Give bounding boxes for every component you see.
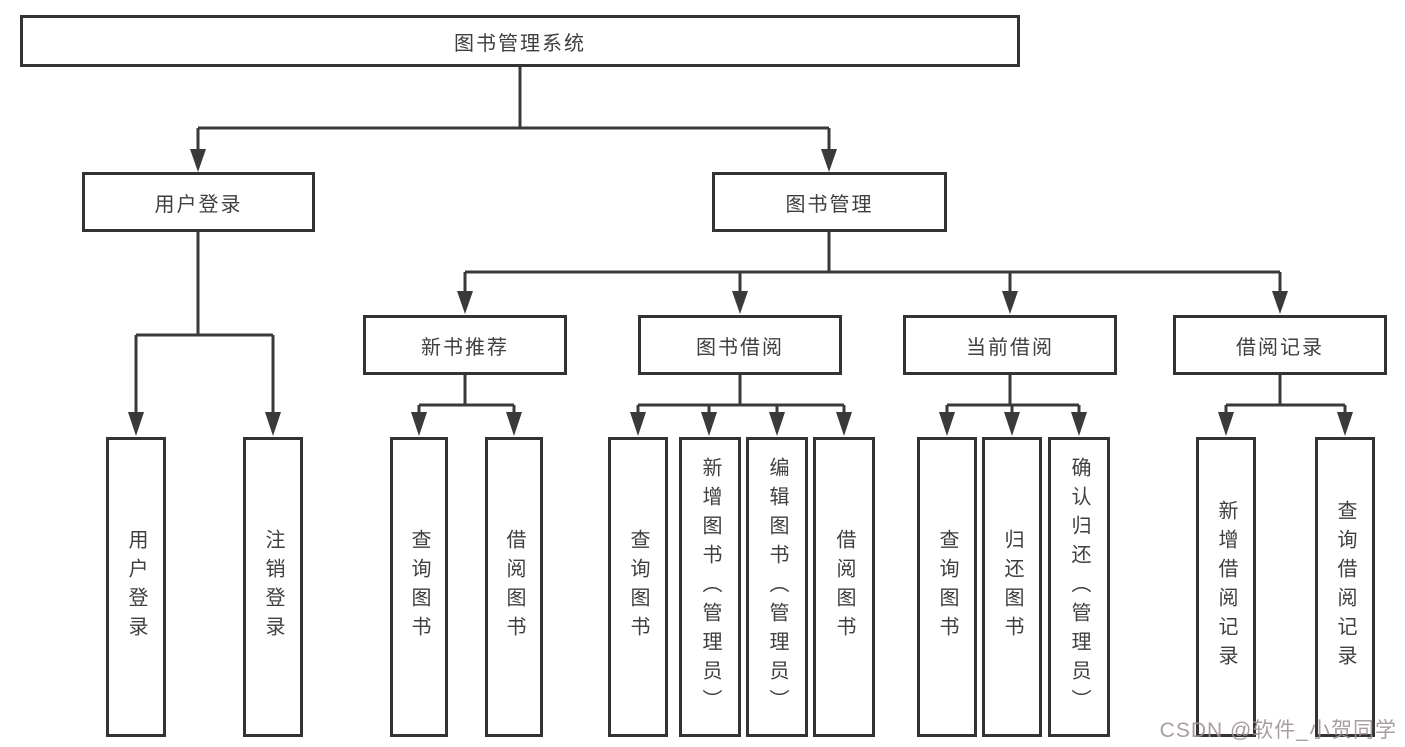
connector-current-borrowing-fork [945, 375, 1081, 413]
node-query-books-current: 查询图书 [917, 437, 977, 737]
node-user-login: 用户登录 [82, 172, 315, 232]
node-borrow-books-leaf: 借阅图书 [813, 437, 875, 737]
arrow-to-book-management [821, 149, 837, 172]
arrow-leaf [701, 412, 717, 436]
node-borrow-books-recommend: 借阅图书 [485, 437, 543, 737]
arrow-to-user-login-leaf [128, 412, 144, 436]
node-user-login-leaf: 用户登录 [106, 437, 166, 737]
arrow-to-borrowing-records [1272, 291, 1288, 314]
node-logout-leaf: 注销登录 [243, 437, 303, 737]
csdn-watermark: CSDN @软件_小贺同学 [1159, 719, 1397, 742]
arrow-leaf [939, 412, 955, 436]
node-return-books: 归还图书 [982, 437, 1042, 737]
connector-root-fork [196, 67, 831, 150]
arrow-leaf [506, 412, 522, 436]
node-edit-books-admin: 编辑图书（管理员） [746, 437, 808, 737]
arrow-to-new-book-recommend [457, 291, 473, 314]
node-borrowing-records: 借阅记录 [1173, 315, 1387, 375]
node-library-system: 图书管理系统 [20, 15, 1020, 67]
arrow-to-book-borrowing [732, 291, 748, 314]
arrow-leaf [769, 412, 785, 436]
arrow-to-user-login [190, 149, 206, 172]
arrow-leaf [1337, 412, 1353, 436]
arrow-leaf [836, 412, 852, 436]
connector-book-management-fork [463, 232, 1282, 292]
node-book-management: 图书管理 [712, 172, 947, 232]
node-book-borrowing: 图书借阅 [638, 315, 842, 375]
arrow-leaf [1004, 412, 1020, 436]
node-new-book-recommend: 新书推荐 [363, 315, 567, 375]
arrow-leaf [1071, 412, 1087, 436]
node-add-books-admin: 新增图书（管理员） [679, 437, 741, 737]
connector-new-book-fork [417, 375, 516, 413]
arrow-to-current-borrowing [1002, 291, 1018, 314]
node-add-borrow-record: 新增借阅记录 [1196, 437, 1256, 737]
node-query-books-borrowing: 查询图书 [608, 437, 668, 737]
connector-book-borrowing-fork [636, 375, 846, 413]
node-query-borrow-record: 查询借阅记录 [1315, 437, 1375, 737]
connector-borrowing-records-fork [1224, 375, 1347, 413]
connector-user-login-fork [134, 232, 275, 413]
node-current-borrowing: 当前借阅 [903, 315, 1117, 375]
node-confirm-return-admin: 确认归还（管理员） [1048, 437, 1110, 737]
node-query-books-recommend: 查询图书 [390, 437, 448, 737]
arrow-leaf [630, 412, 646, 436]
arrow-to-logout-leaf [265, 412, 281, 436]
arrow-leaf [411, 412, 427, 436]
arrow-leaf [1218, 412, 1234, 436]
